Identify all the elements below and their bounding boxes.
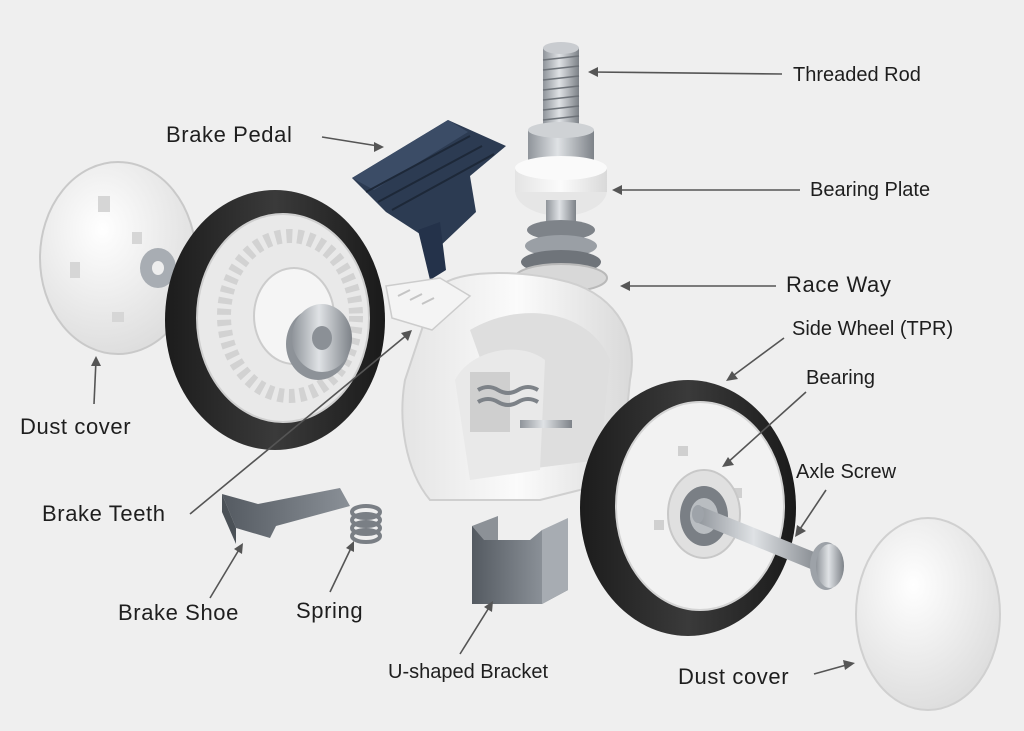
label-u-shaped-bracket: U-shaped Bracket xyxy=(388,661,549,683)
brake-shoe xyxy=(222,488,350,544)
label-axle-screw: Axle Screw xyxy=(796,461,897,483)
label-side-wheel: Side Wheel (TPR) xyxy=(792,318,954,340)
brake-pedal xyxy=(352,120,506,280)
right-wheel xyxy=(580,380,796,636)
dust-cover-right xyxy=(855,517,1001,711)
label-brake-pedal: Brake Pedal xyxy=(166,122,293,147)
label-bearing: Bearing xyxy=(806,367,875,389)
u-shaped-bracket xyxy=(472,516,568,604)
label-brake-teeth: Brake Teeth xyxy=(42,501,166,526)
label-dust-cover-left: Dust cover xyxy=(20,414,132,439)
left-wheel xyxy=(165,190,385,450)
swivel-stack xyxy=(514,42,608,293)
label-bearing-plate: Bearing Plate xyxy=(810,179,931,201)
label-dust-cover-right: Dust cover xyxy=(678,664,790,689)
leader-lines xyxy=(91,67,855,675)
caster-fork xyxy=(385,272,633,501)
axle-screw xyxy=(692,505,844,590)
spring xyxy=(350,504,382,544)
label-spring: Spring xyxy=(296,598,364,623)
label-brake-shoe: Brake Shoe xyxy=(118,600,239,625)
label-race-way: Race Way xyxy=(786,272,892,297)
label-threaded-rod: Threaded Rod xyxy=(793,64,921,86)
